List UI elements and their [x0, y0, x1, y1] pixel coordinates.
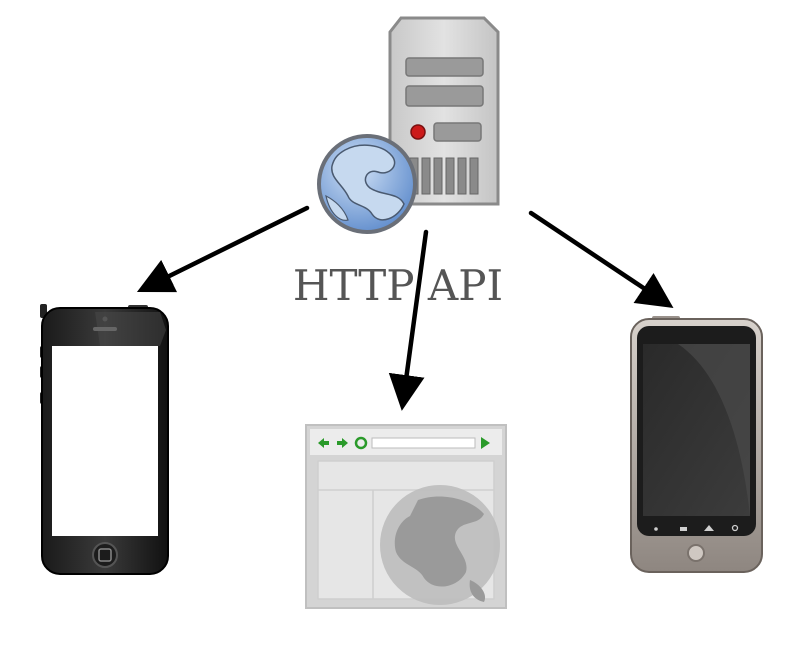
- http-api-label: HTTP API: [293, 261, 503, 310]
- web-browser-icon: [305, 424, 507, 609]
- arrow-to-browser: [388, 229, 429, 411]
- arrow-to-iphone: [136, 205, 310, 293]
- globe-icon: [317, 134, 417, 234]
- browser-globe-watermark: [380, 485, 500, 605]
- server-tower-icon: [388, 16, 500, 206]
- android-phone-icon: [630, 316, 763, 573]
- arrows: [136, 205, 674, 411]
- arrow-to-android: [528, 210, 674, 308]
- iphone-icon: [40, 304, 169, 575]
